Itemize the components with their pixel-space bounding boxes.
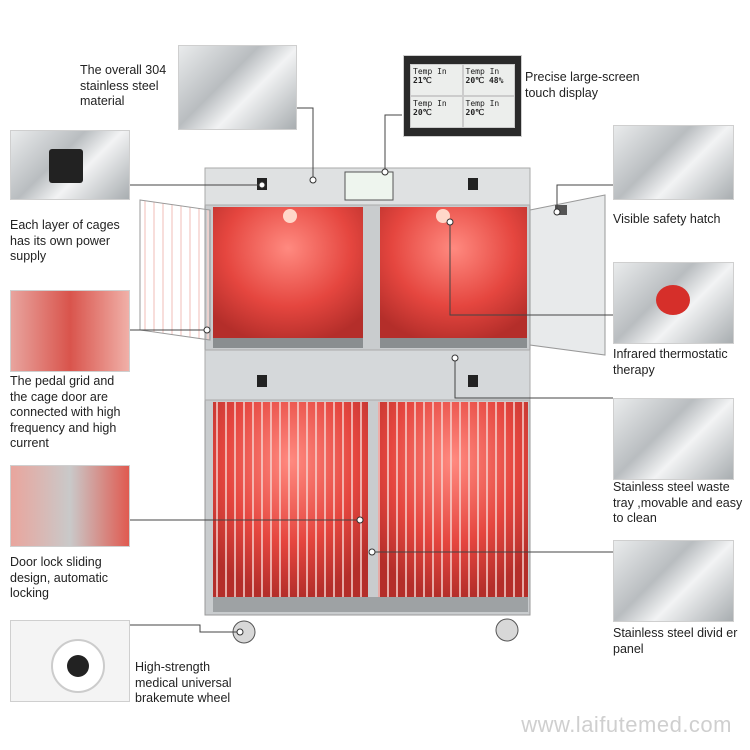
callout-divider: Stainless steel divid er panel (613, 626, 738, 656)
cell-label: Temp In (465, 67, 500, 76)
cell-label: Temp In (413, 67, 447, 76)
callout-lock: Door lock sliding design, automatic lock… (10, 555, 108, 600)
left-open-door (139, 199, 211, 341)
upper-left-chamber (213, 207, 363, 345)
callout-tray: Stainless steel waste tray ,movable and … (613, 480, 743, 525)
waste-tray-photo (613, 398, 734, 480)
divider-panel-photo (613, 540, 734, 622)
infrared-lamp (283, 209, 297, 223)
pedal-grid-photo (10, 290, 130, 372)
door-lock-photo (10, 465, 130, 547)
cell-value: 20℃ (465, 76, 485, 85)
watermark: www.laifutemed.com (521, 712, 732, 737)
wheel (495, 618, 519, 642)
power-socket-icon (468, 178, 478, 190)
steel-material-photo (178, 45, 297, 130)
cell-value: 21℃ (413, 76, 432, 85)
safety-hatch-photo (613, 125, 734, 200)
cell-label: Temp In (413, 99, 447, 108)
infrared-lamp (436, 209, 450, 223)
wheel-photo (10, 620, 130, 702)
cell-value: 20℃ (413, 108, 432, 117)
upper-right-chamber (380, 207, 527, 345)
cell-label: Temp In (465, 99, 500, 108)
callout-pedal: The pedal grid and the cage door are con… (10, 374, 121, 450)
callout-material: The overall 304 stainless steel material (80, 63, 167, 108)
callout-wheel: High-strength medical universal brakemut… (135, 660, 232, 705)
right-open-door (529, 194, 606, 356)
power-socket-photo (10, 130, 130, 200)
cell-humidity: 48% (488, 76, 504, 85)
callout-power: Each layer of cages has its own power su… (10, 218, 120, 263)
callout-display: Precise large-screen touch display (525, 70, 640, 100)
touch-display (344, 171, 394, 201)
cell-value: 20℃ (465, 108, 485, 117)
lamp-icon (656, 285, 690, 315)
callout-hatch: Visible safety hatch (613, 212, 721, 226)
callout-infrared: Infrared thermostatic therapy (613, 347, 728, 377)
infrared-lamp-photo (613, 262, 734, 344)
wheel-icon (51, 639, 105, 693)
socket-icon (49, 149, 83, 183)
